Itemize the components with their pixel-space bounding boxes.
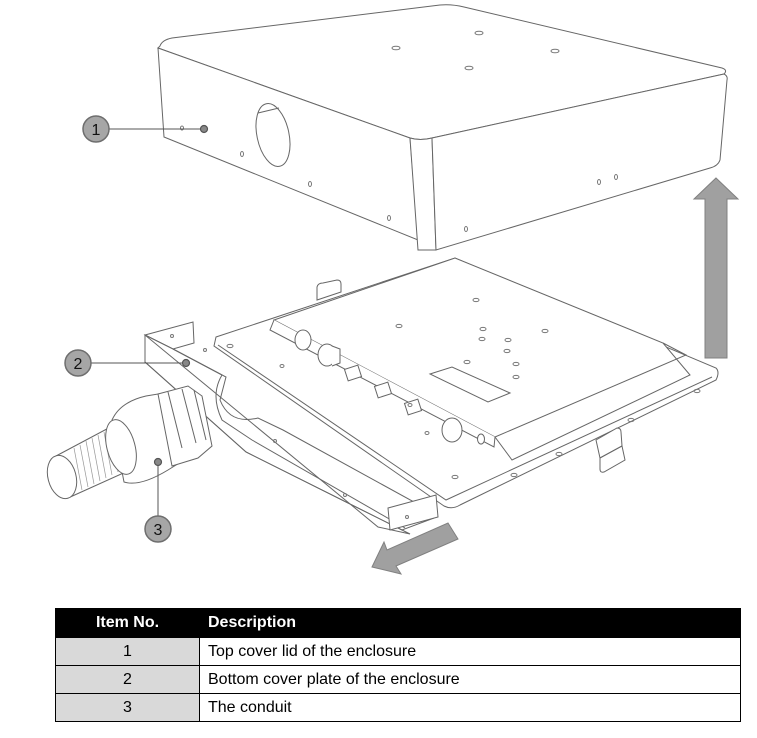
callout-1-number: 1 [92,122,101,139]
callout-3: 3 [144,457,172,543]
cell-item-no: 2 [55,665,200,694]
mount-tab-top [316,279,342,301]
cell-description: Bottom cover plate of the enclosure [199,665,741,694]
plate-end-flange [387,494,439,531]
bottom-cover-plate [143,321,439,535]
side-hinge-lower [599,445,626,473]
table-row: 3 The conduit [55,693,741,722]
callout-2-badge [64,349,92,377]
display-window [428,366,512,403]
callout-2-number: 2 [74,356,83,373]
cell-item-no: 1 [55,637,200,666]
callout-3-dot [153,457,163,467]
conduit [46,385,213,500]
callout-1: 1 [82,115,209,143]
conduit-threads [73,427,119,491]
exploded-assembly-diagram: 1 2 3 [46,4,740,575]
plate-front-wall [144,333,411,535]
callout-2: 2 [64,349,191,377]
cell-description: Top cover lid of the enclosure [199,637,741,666]
callout-3-number: 3 [154,522,163,539]
enclosure-screw-holes [226,297,701,480]
table-row: 1 Top cover lid of the enclosure [55,637,741,666]
top-cover-lid [157,4,728,251]
plate-floor [144,334,435,531]
callout-2-dot [181,358,191,368]
table-header-row: Item No. Description [55,608,741,638]
cell-item-no: 3 [55,693,200,722]
callout-1-dot [199,124,209,134]
slide-out-arrow [371,522,459,575]
lid-right-face [431,73,728,251]
lift-up-arrow [692,177,740,359]
header-item-no: Item No. [55,608,200,638]
table-row: 2 Bottom cover plate of the enclosure [55,665,741,694]
conduit-pipe-end [46,454,78,500]
header-description: Description [199,608,741,638]
side-hinge [595,427,623,459]
lid-screw-holes [180,30,618,232]
callout-1-badge [82,115,110,143]
cable-glands [294,329,485,445]
lid-conduit-hole [255,103,291,167]
callout-3-badge [144,515,172,543]
enclosure-body [213,257,719,509]
item-legend-table: Item No. Description 1 Top cover lid of … [55,608,741,722]
cell-description: The conduit [199,693,741,722]
